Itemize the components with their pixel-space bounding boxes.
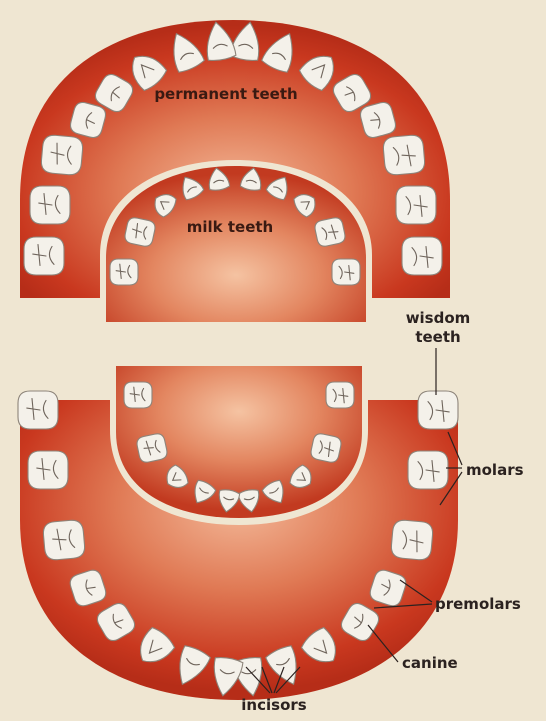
upper-left-milk-molar-5: [110, 259, 138, 285]
lower-right-permanent-molar-8: [418, 391, 458, 429]
lower-right-permanent-molar-7: [408, 451, 448, 489]
lower-right-milk-molar-4: [310, 432, 343, 463]
upper-right-permanent-molar-7: [396, 186, 436, 224]
lower-right-permanent-molar-6: [390, 519, 433, 560]
premolars-label: premolars: [435, 595, 521, 613]
lower-left-permanent-molar-8: [18, 391, 58, 429]
lower-right-milk-molar-5: [326, 382, 354, 408]
lower-left-milk-molar-5: [124, 382, 152, 408]
upper-left-permanent-molar-7: [30, 186, 70, 224]
incisors-label: incisors: [241, 696, 306, 714]
upper-left-milk-molar-4: [124, 216, 157, 247]
permanent-teeth-label: permanent teeth: [154, 85, 297, 103]
lower-left-permanent-molar-7: [28, 451, 68, 489]
upper-left-permanent-molar-8: [24, 237, 64, 275]
wisdom-teeth-label-line2: teeth: [415, 328, 460, 346]
lower-left-permanent-molar-6: [42, 519, 85, 560]
upper-left-permanent-molar-6: [40, 134, 83, 175]
canine-label: canine: [402, 654, 458, 672]
milk-teeth-label: milk teeth: [187, 218, 273, 236]
molars-label: molars: [466, 461, 524, 479]
upper-right-milk-molar-4: [314, 216, 347, 247]
upper-right-permanent-molar-6: [382, 134, 425, 175]
upper-right-milk-molar-5: [332, 259, 360, 285]
lower-left-milk-molar-4: [136, 432, 169, 463]
wisdom-teeth-label-line1: wisdom: [406, 309, 471, 327]
upper-right-permanent-molar-8: [402, 237, 442, 275]
